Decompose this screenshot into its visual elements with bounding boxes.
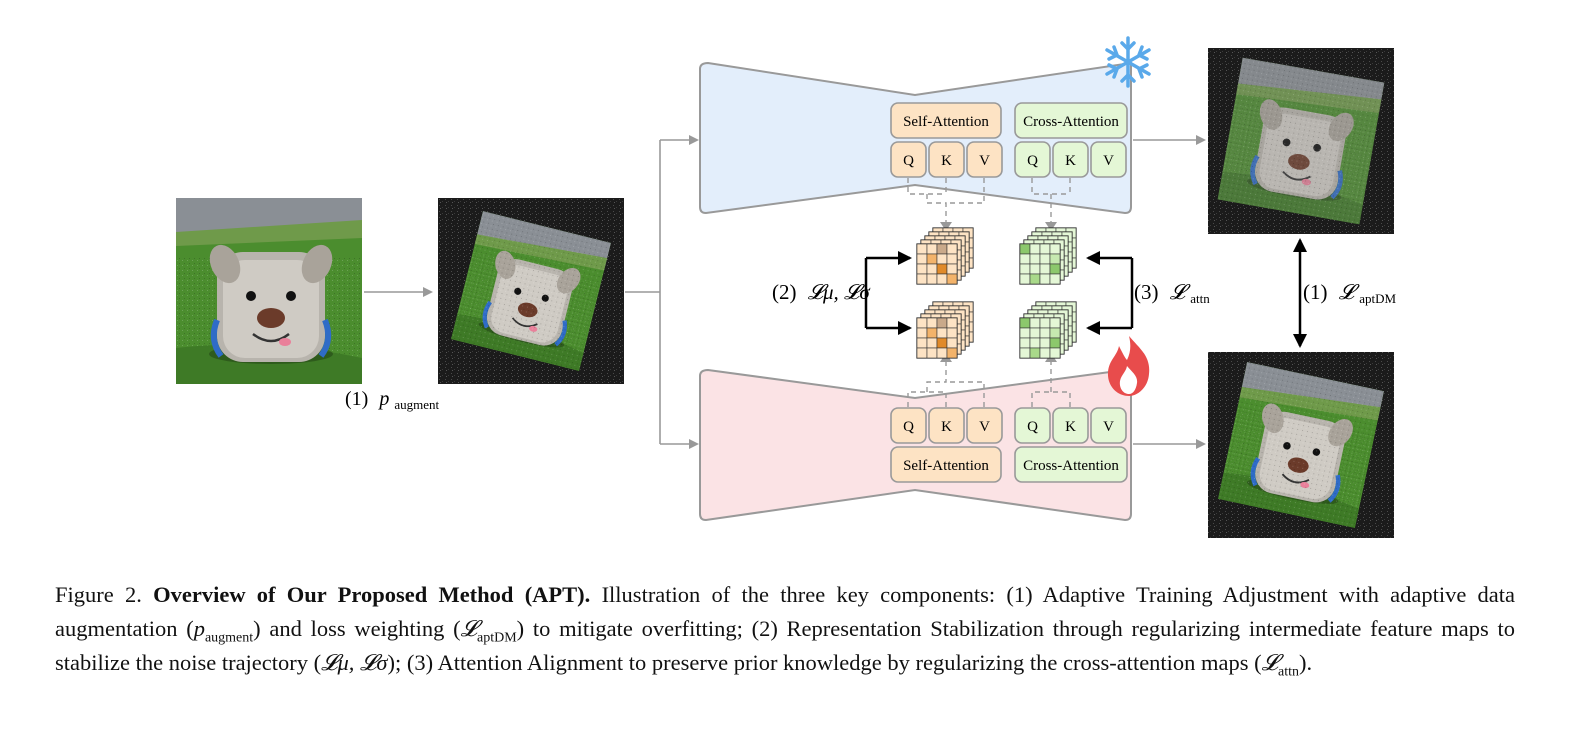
caption-mid2: ) to mitigate overfitting; (2) Represent… bbox=[55, 616, 1515, 675]
svg-text:Q: Q bbox=[903, 419, 914, 435]
caption-aptdm-symbol: 𝓛 bbox=[460, 616, 477, 641]
loss-attn-label: (3) 𝓛 attn bbox=[1134, 280, 1210, 306]
caption-attn-sub: attn bbox=[1278, 664, 1300, 680]
bottom-self-attention-block: Self-Attention bbox=[890, 446, 1002, 483]
svg-text:K: K bbox=[1065, 419, 1076, 435]
loss-aptdm-label: (1) 𝓛 aptDM bbox=[1303, 280, 1397, 306]
loss-mu-sigma-arrows bbox=[864, 251, 912, 335]
self-attention-map-top bbox=[916, 227, 974, 285]
input-image bbox=[176, 198, 362, 384]
augmented-image bbox=[438, 198, 624, 384]
p-augment-label: (1) p augment bbox=[345, 388, 439, 412]
svg-text:K: K bbox=[941, 153, 952, 169]
snowflake-icon bbox=[1105, 36, 1151, 88]
svg-text:Cross-Attention: Cross-Attention bbox=[1023, 458, 1119, 474]
svg-text:K: K bbox=[1065, 153, 1076, 169]
svg-text:Self-Attention: Self-Attention bbox=[903, 458, 989, 474]
bottom-cross-attention-block: Cross-Attention bbox=[1014, 446, 1128, 483]
frozen-output-image bbox=[1208, 48, 1394, 234]
svg-text:V: V bbox=[979, 153, 990, 169]
svg-text:Cross-Attention: Cross-Attention bbox=[1023, 114, 1119, 130]
caption-attn-symbol: 𝓛 bbox=[1261, 650, 1279, 675]
top-cross-attention-block: Cross-Attention bbox=[1014, 102, 1128, 139]
caption-p-sub: augment bbox=[204, 630, 254, 646]
top-self-attention-block: Self-Attention bbox=[890, 102, 1002, 139]
trainable-output-image bbox=[1208, 352, 1394, 538]
svg-text:Q: Q bbox=[1027, 419, 1038, 435]
dashed-connectors bbox=[907, 178, 1071, 407]
caption-intro: Illustration of the three key components… bbox=[55, 582, 1516, 641]
bottom-self-attention-qkv: Q K V bbox=[890, 407, 1003, 444]
figure-title: Overview of Our Proposed Method (APT). bbox=[153, 582, 591, 607]
svg-text:V: V bbox=[979, 419, 990, 435]
figure-caption: Figure 2. Overview of Our Proposed Metho… bbox=[55, 578, 1515, 680]
self-attention-map-bottom bbox=[916, 301, 974, 359]
caption-p-symbol: p bbox=[193, 616, 205, 641]
svg-text:Q: Q bbox=[1027, 153, 1038, 169]
svg-text:V: V bbox=[1103, 153, 1114, 169]
loss-attn-arrows bbox=[1086, 251, 1134, 335]
bottom-cross-attention-qkv: Q K V bbox=[1014, 407, 1127, 444]
cross-attention-map-bottom bbox=[1019, 301, 1077, 359]
figure-label: Figure 2. bbox=[55, 582, 142, 607]
caption-end: ). bbox=[1299, 650, 1313, 675]
svg-text:V: V bbox=[1103, 419, 1114, 435]
top-cross-attention-qkv: Q K V bbox=[1014, 141, 1127, 178]
branch-connector bbox=[625, 135, 699, 449]
svg-text:K: K bbox=[941, 419, 952, 435]
caption-mid3: ); (3) Attention Alignment to preserve p… bbox=[387, 650, 1262, 675]
top-self-attention-qkv: Q K V bbox=[890, 141, 1003, 178]
svg-text:Q: Q bbox=[903, 153, 914, 169]
loss-mu-sigma-label: (2) 𝓛μ, 𝓛σ bbox=[772, 280, 871, 304]
cross-attention-map-top bbox=[1019, 227, 1077, 285]
attention-map-stacks bbox=[916, 227, 1077, 359]
caption-mid1: ) and loss weighting ( bbox=[253, 616, 461, 641]
caption-aptdm-sub: aptDM bbox=[476, 630, 517, 646]
caption-musig: 𝓛μ, 𝓛σ bbox=[321, 650, 388, 675]
svg-text:Self-Attention: Self-Attention bbox=[903, 114, 989, 130]
flame-icon bbox=[1107, 336, 1150, 396]
